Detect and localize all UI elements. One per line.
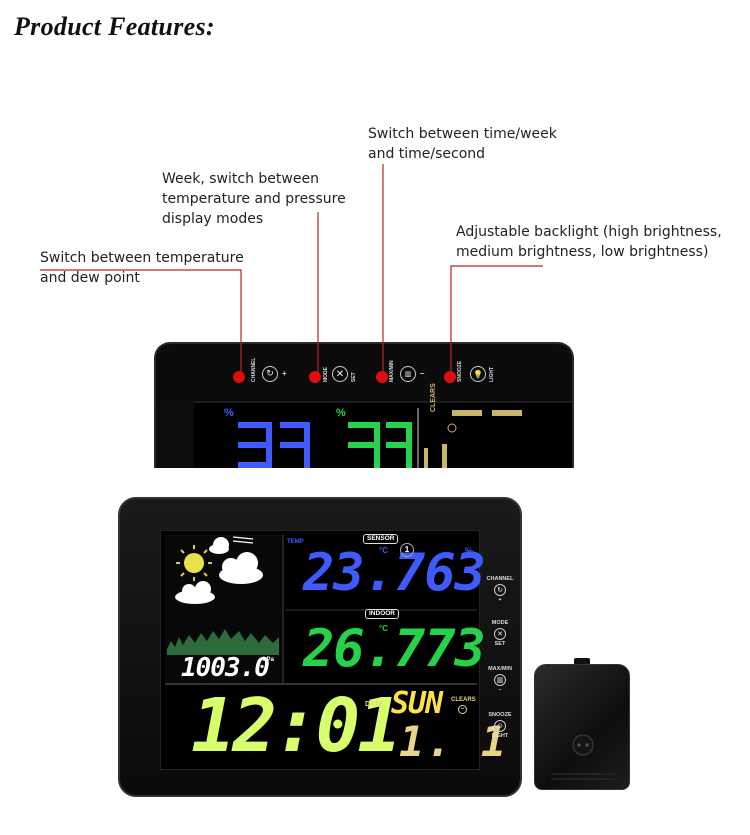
date-label: DATE — [365, 701, 384, 708]
snooze-button-label: SNOOZE — [488, 712, 512, 718]
screen-art — [165, 535, 477, 767]
channel-number: 1 — [400, 543, 414, 557]
closeup-blue-digits — [238, 422, 310, 468]
callout-snooze-line-1: Adjustable backlight (high brightness, — [456, 224, 722, 240]
indoor-label: INDOOR — [365, 609, 399, 619]
maxmin-button-icon[interactable]: ▥ — [494, 674, 506, 686]
closeup-channel-plus: + — [282, 369, 287, 378]
dot-channel — [233, 371, 245, 383]
closeup-display-art — [156, 344, 572, 468]
sensor-label: SENSOR — [363, 534, 399, 544]
dot-snooze — [444, 371, 456, 383]
light-button-icon[interactable]: ⊙ — [494, 720, 506, 732]
channel-button-sub: + — [498, 597, 502, 603]
sensor-pct: % — [465, 546, 474, 556]
date-value: 1. 1 — [399, 717, 509, 766]
page-title: Product Features: — [14, 12, 215, 41]
callout-mode-line-2: temperature and pressure — [162, 191, 346, 207]
pressure-value: 1003.0 — [181, 653, 270, 683]
remote-sensor-art — [551, 734, 615, 780]
callout-maxmin: Switch between time/week and time/second — [368, 124, 557, 164]
channel-button-label: CHANNEL — [486, 576, 514, 582]
indoor-pct: % — [465, 626, 474, 636]
dot-mode — [309, 371, 321, 383]
closeup-channel-icon[interactable]: ↻ — [262, 366, 278, 382]
callout-snooze-line-2: medium brightness, low brightness) — [456, 244, 709, 260]
channel-button-icon[interactable]: ↻ — [494, 584, 506, 596]
leader-channel — [40, 269, 242, 377]
callout-mode-line-1: Week, switch between — [162, 171, 319, 187]
closeup-light-icon[interactable]: 💡 — [470, 366, 486, 382]
indoor-temperature-value: 26.773 — [303, 619, 486, 679]
temp-label: TEMP — [287, 539, 304, 545]
set-button-label: SET — [494, 641, 506, 647]
callout-maxmin-line-2: and time/second — [368, 146, 486, 162]
callout-mode: Week, switch between temperature and pre… — [162, 169, 346, 229]
callout-channel: Switch between temperature and dew point — [40, 248, 244, 288]
closeup-pct-green: % — [336, 407, 346, 419]
mode-button-label: MODE — [491, 620, 509, 626]
sensor-unit: °C — [379, 546, 388, 555]
closeup-green-digits — [348, 422, 412, 468]
clears-label: CLEARS — [451, 697, 476, 703]
sensor-temperature-value: 23.763 — [303, 543, 486, 603]
callout-snooze: Adjustable backlight (high brightness, m… — [456, 222, 722, 262]
closeup-maxmin-minus: – — [420, 369, 425, 378]
weekday-value: SUN — [391, 686, 443, 721]
mode-button-icon[interactable]: ✕ — [494, 628, 506, 640]
device-screen: TEMP SENSOR 23.763 °C % 1 INDOOR 26.773 … — [160, 530, 506, 770]
maxmin-button-label: MAX/MIN — [488, 666, 512, 672]
clear-icon: – — [458, 705, 467, 714]
callout-channel-line-2: and dew point — [40, 270, 140, 286]
device-top-closeup: % % CLEARS CHANNEL ↻ + MODE ✕ SET MAX/MI… — [154, 342, 574, 468]
callout-mode-line-3: display modes — [162, 211, 264, 227]
closeup-gold-digits — [424, 410, 522, 468]
sensor-antenna — [574, 658, 590, 666]
leader-snooze — [450, 265, 543, 377]
clock-time: 12:01 — [191, 683, 402, 769]
closeup-maxmin-icon[interactable]: ▥ — [400, 366, 416, 382]
cloud-icon — [175, 537, 263, 604]
callout-channel-line-1: Switch between temperature — [40, 250, 244, 266]
callout-maxmin-line-1: Switch between time/week — [368, 126, 557, 142]
remote-sensor — [534, 664, 630, 790]
pressure-unit: hPa — [263, 657, 275, 663]
dot-maxmin — [376, 371, 388, 383]
light-button-label: LIGHT — [491, 733, 509, 739]
maxmin-button-sub: – — [498, 687, 502, 693]
closeup-mode-icon[interactable]: ✕ — [332, 366, 348, 382]
closeup-pct-blue: % — [224, 407, 234, 419]
indoor-unit: °C — [379, 624, 388, 633]
